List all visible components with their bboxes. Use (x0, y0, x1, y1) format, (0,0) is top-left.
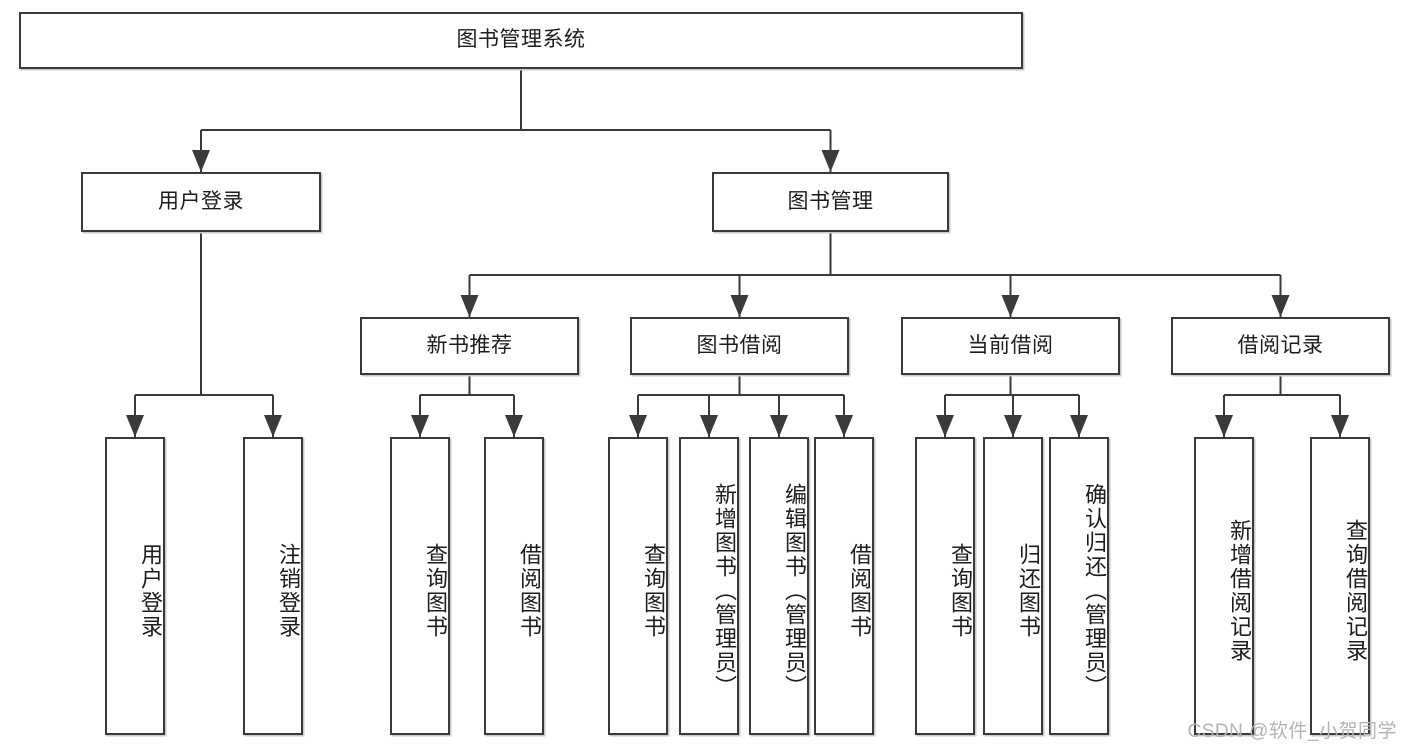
node-label: 新增借阅记录 (1227, 519, 1252, 663)
arrow-head-icon (770, 415, 788, 437)
node-record[interactable]: 借阅记录 (1171, 317, 1390, 375)
arrow-head-icon (1001, 295, 1020, 317)
node-label: 查询借阅记录 (1343, 519, 1368, 663)
node-label: 借阅图书 (847, 543, 872, 639)
node-login[interactable]: 用户登录 (81, 172, 321, 232)
arrow-head-icon (1271, 295, 1290, 317)
node-label: 新书推荐 (426, 333, 513, 357)
arrow-head-icon (730, 295, 749, 317)
node-label: 注销登录 (276, 543, 301, 639)
node-label: 编辑图书（管理员） (782, 483, 807, 699)
node-label: 查询图书 (948, 543, 973, 639)
arrow-head-icon (936, 415, 954, 437)
node-label: 查询图书 (641, 543, 666, 639)
arrow-head-icon (411, 415, 429, 437)
node-borrow[interactable]: 图书借阅 (630, 317, 849, 375)
arrow-head-icon (700, 415, 718, 437)
node-label: 图书借阅 (696, 333, 783, 357)
node-label: 查询图书 (423, 543, 448, 639)
node-label: 图书管理系统 (456, 28, 586, 52)
node-label: 新增图书（管理员） (712, 483, 737, 699)
arrow-head-icon (629, 415, 647, 437)
arrow-head-icon (192, 150, 210, 172)
node-label: 借阅图书 (517, 543, 542, 639)
node-label: 借阅记录 (1237, 333, 1324, 357)
arrow-head-icon (1331, 415, 1349, 437)
arrow-head-icon (460, 295, 479, 317)
node-b-query[interactable]: 查询图书 (608, 437, 668, 735)
arrow-head-icon (821, 150, 840, 172)
arrow-head-icon (505, 415, 523, 437)
arrow-head-icon (1215, 415, 1233, 437)
arrow-head-icon (264, 415, 282, 437)
node-b-add[interactable]: 新增图书（管理员） (679, 437, 739, 735)
arrow-head-icon (1004, 415, 1022, 437)
node-label: 确认归还（管理员） (1082, 483, 1107, 699)
node-root[interactable]: 图书管理系统 (19, 12, 1023, 69)
watermark: CSDN @软件_小贺同学 (1187, 721, 1397, 742)
node-l-login[interactable]: 用户登录 (105, 437, 165, 735)
node-b-edit[interactable]: 编辑图书（管理员） (749, 437, 809, 735)
node-n-borrow[interactable]: 借阅图书 (484, 437, 544, 735)
node-b-borrow[interactable]: 借阅图书 (814, 437, 874, 735)
arrow-head-icon (835, 415, 853, 437)
node-label: 用户登录 (158, 189, 244, 213)
node-c-confirm[interactable]: 确认归还（管理员） (1049, 437, 1109, 735)
node-c-return[interactable]: 归还图书 (983, 437, 1043, 735)
node-c-query[interactable]: 查询图书 (915, 437, 975, 735)
arrow-head-icon (126, 415, 144, 437)
node-label: 用户登录 (138, 543, 163, 639)
node-bookmgmt[interactable]: 图书管理 (712, 172, 949, 232)
node-label: 图书管理 (787, 189, 874, 213)
arrow-head-icon (1070, 415, 1088, 437)
node-l-logout[interactable]: 注销登录 (243, 437, 303, 735)
node-r-query[interactable]: 查询借阅记录 (1310, 437, 1370, 735)
node-n-query[interactable]: 查询图书 (390, 437, 450, 735)
node-label: 归还图书 (1016, 543, 1041, 639)
node-r-add[interactable]: 新增借阅记录 (1194, 437, 1254, 735)
node-label: 当前借阅 (967, 333, 1054, 357)
node-current[interactable]: 当前借阅 (901, 317, 1120, 375)
node-newbook[interactable]: 新书推荐 (360, 317, 579, 375)
